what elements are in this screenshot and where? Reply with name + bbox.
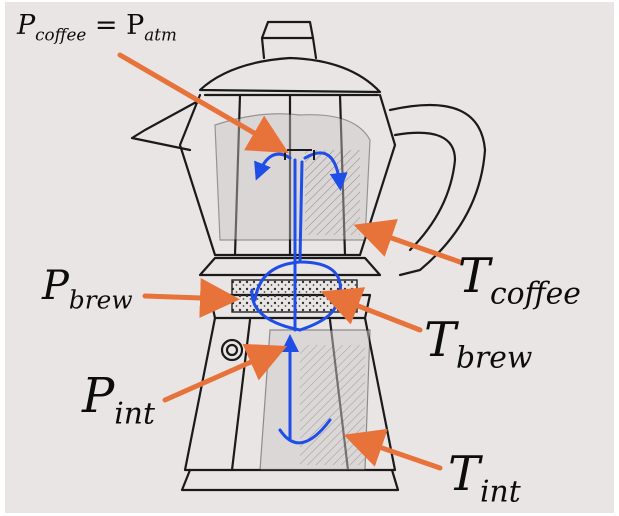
label-t-brew: Tbrew: [424, 316, 532, 373]
arrow-p-int: [165, 350, 278, 400]
label-p-int: Pint: [82, 372, 155, 429]
arrow-p-coffee: [120, 55, 280, 148]
label-t-int: Tint: [448, 450, 521, 507]
label-p-coffee-equals-p-atm: Pcoffee = Patm: [17, 12, 177, 43]
arrow-p-brew: [145, 296, 230, 299]
upper-chamber-interior: [215, 114, 370, 240]
label-p-brew: Pbrew: [42, 266, 133, 313]
label-t-coffee: Tcoffee: [458, 252, 581, 309]
